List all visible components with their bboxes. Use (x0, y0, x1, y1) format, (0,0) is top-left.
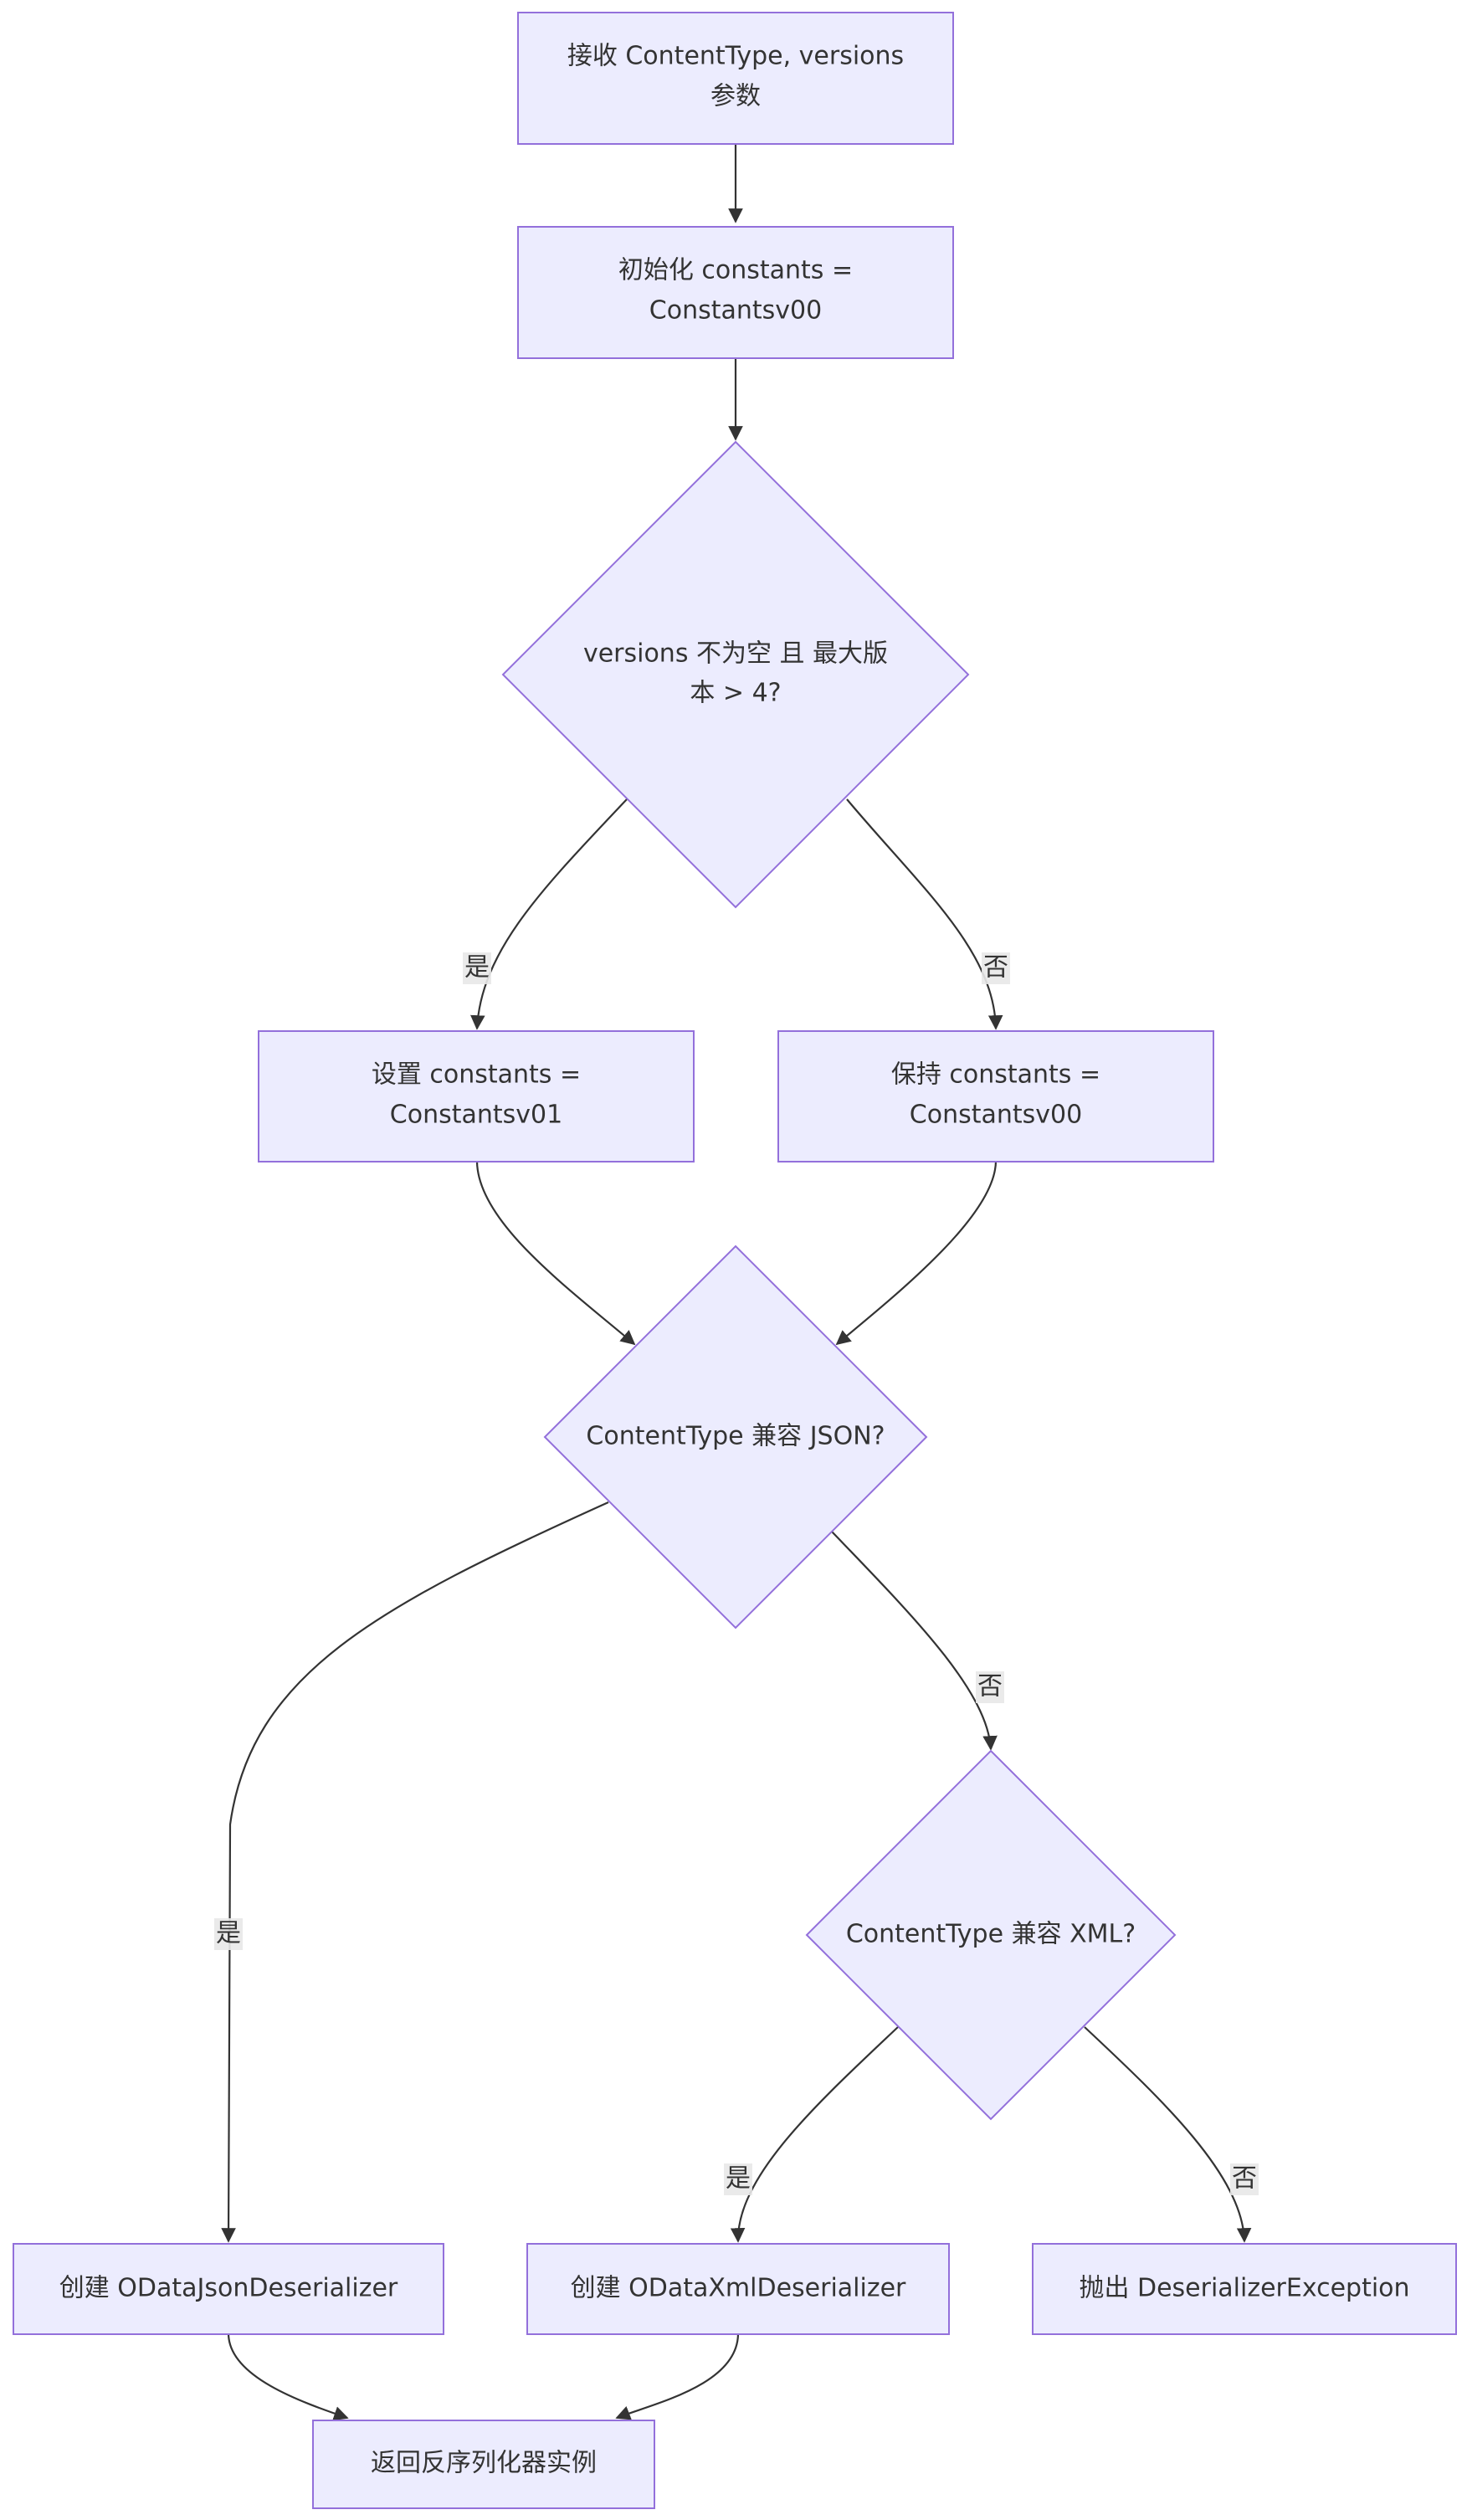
edge-v01-to-json (475, 1160, 636, 1346)
node-set-v01-line-2: Constantsv01 (390, 1101, 562, 1130)
edge-json-to-return (227, 2333, 349, 2421)
node-keep-v00-line-1: 保持 constants = (891, 1060, 1100, 1090)
node-keep-v00-line-2: Constantsv00 (910, 1101, 1082, 1130)
node-create-xml: 创建 ODataXmlDeserializer (526, 2243, 950, 2335)
node-check-json: ContentType 兼容 JSON? (543, 1245, 928, 1630)
edge-json-yes (221, 1501, 609, 2243)
edge-xml-to-return (615, 2333, 740, 2420)
edge-xml-no (1084, 2026, 1252, 2243)
label-versions-no: 否 (983, 953, 1008, 983)
node-set-v01-line-1: 设置 constants = (372, 1060, 581, 1090)
node-create-xml-line-1: 创建 ODataXmlDeserializer (571, 2274, 906, 2303)
edge-labels: 是 否 是 否 是 否 (214, 952, 1259, 2195)
node-check-xml-line-1: ContentType 兼容 XML? (846, 1920, 1136, 1949)
label-json-yes: 是 (216, 1919, 241, 1948)
node-create-json: 创建 ODataJsonDeserializer (13, 2243, 444, 2335)
node-receive-params-line-2: 参数 (710, 82, 761, 111)
edge-versions-no (846, 798, 1003, 1030)
node-check-xml: ContentType 兼容 XML? (805, 1749, 1177, 2121)
label-json-no: 否 (977, 1672, 1003, 1701)
node-init-constants-line-1: 初始化 constants = (618, 256, 853, 285)
node-init-constants-line-2: Constantsv00 (649, 296, 822, 326)
node-set-v01: 设置 constants = Constantsv01 (258, 1030, 695, 1162)
edge-xml-yes (730, 2026, 899, 2243)
edge-v00-to-json (835, 1160, 998, 1346)
label-xml-yes: 是 (726, 2164, 751, 2194)
edges (221, 145, 1252, 2421)
node-check-versions: versions 不为空 且 最大版 本 > 4? (501, 440, 970, 909)
node-throw-exception-line-1: 抛出 DeserializerException (1079, 2274, 1409, 2303)
label-xml-no: 否 (1232, 2164, 1257, 2194)
edge-json-no (831, 1531, 998, 1751)
node-return-instance: 返回反序列化器实例 (312, 2420, 655, 2509)
node-throw-exception: 抛出 DeserializerException (1032, 2243, 1457, 2335)
node-check-versions-line-2: 本 > 4? (690, 679, 781, 708)
node-create-json-line-1: 创建 ODataJsonDeserializer (59, 2274, 398, 2303)
node-check-json-line-1: ContentType 兼容 JSON? (586, 1422, 885, 1451)
node-receive-params-line-1: 接收 ContentType, versions (567, 42, 904, 71)
node-return-instance-line-1: 返回反序列化器实例 (371, 2449, 597, 2478)
node-receive-params: 接收 ContentType, versions 参数 (517, 12, 954, 145)
node-check-versions-line-1: versions 不为空 且 最大版 (583, 639, 888, 669)
label-versions-yes: 是 (464, 953, 490, 983)
edge-versions-yes (470, 798, 628, 1030)
node-keep-v00: 保持 constants = Constantsv00 (777, 1030, 1214, 1162)
node-init-constants: 初始化 constants = Constantsv00 (517, 226, 954, 359)
